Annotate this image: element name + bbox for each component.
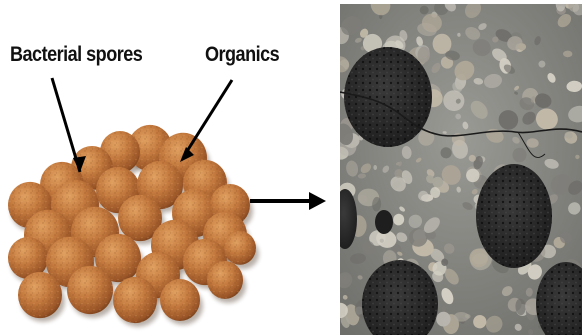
organics-pointer-line [184, 80, 232, 156]
self-healing-concrete-photo [340, 4, 582, 335]
pellet-group [8, 125, 259, 327]
right-arrow-icon [250, 192, 326, 210]
organics-label: Organics [205, 43, 279, 67]
bacterial-spores-label: Bacterial spores [10, 43, 142, 67]
